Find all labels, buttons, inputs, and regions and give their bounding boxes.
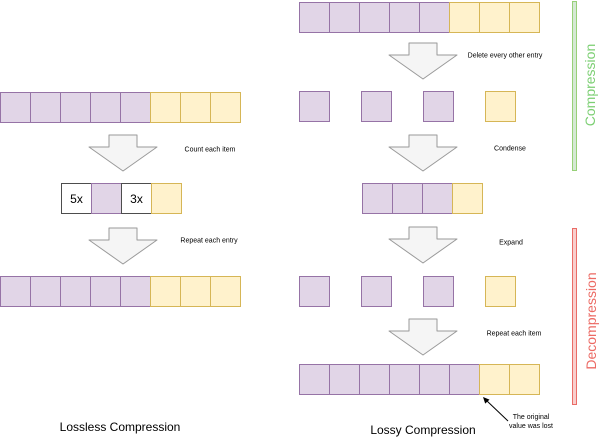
lossless-output-row-cell-4 <box>90 276 121 307</box>
lossy-input-row-cell-5 <box>419 2 450 33</box>
lossy-output-row-cell-7 <box>479 364 510 395</box>
lossy-input-row-cell-8 <box>509 2 540 33</box>
lossy-condensed-row <box>362 183 483 214</box>
lossless-input-row-cell-5 <box>120 92 151 123</box>
lossy-output-row-cell-4 <box>389 364 420 395</box>
lossless-input-row-cell-2 <box>30 92 61 123</box>
repeat-item-arrow-label: Repeat each item <box>486 330 542 338</box>
decompression-side-label: Decompression <box>583 272 599 370</box>
lossless-output-row-cell-2 <box>30 276 61 307</box>
delete-arrow-icon <box>388 42 458 80</box>
lossless-input-row <box>0 92 241 123</box>
lossy-input-row-cell-6 <box>449 2 480 33</box>
count-arrow-label: Count each item <box>184 146 236 154</box>
lossy-condensed-row-cell-3 <box>422 183 453 214</box>
lossless-output-row <box>0 276 241 307</box>
lossy-deleted-row-cell-4 <box>485 91 516 122</box>
repeat-entry-arrow-label: Repeat each entry <box>180 237 238 245</box>
lossless-output-row-cell-8 <box>210 276 241 307</box>
lossy-input-row-cell-1 <box>299 2 330 33</box>
lossy-expanded-row-cell-2 <box>361 276 392 307</box>
decompression-bracket-bar <box>572 228 577 405</box>
repeat-entry-arrow-icon <box>88 227 158 265</box>
lossless-compressed-row: 5x 3x <box>61 183 182 214</box>
lossy-compression-caption: Lossy Compression <box>370 423 476 437</box>
lossy-output-row-cell-6 <box>449 364 480 395</box>
lossy-input-row <box>299 2 540 33</box>
lost-value-arrow-icon <box>483 397 509 422</box>
lossy-output-row-cell-8 <box>509 364 540 395</box>
lossy-output-row-cell-5 <box>419 364 450 395</box>
condense-arrow-label: Condense <box>494 145 526 153</box>
lossy-condensed-row-cell-1 <box>362 183 393 214</box>
lossless-input-row-cell-8 <box>210 92 241 123</box>
lossless-compressed-row-cell-3: 3x <box>121 183 152 214</box>
lossless-input-row-cell-7 <box>180 92 211 123</box>
lossless-input-row-cell-4 <box>90 92 121 123</box>
lossless-compressed-row-cell-1: 5x <box>61 183 92 214</box>
lossy-deleted-row-cell-3 <box>423 91 454 122</box>
lossless-compression-caption: Lossless Compression <box>59 420 181 434</box>
lossless-output-row-cell-1 <box>0 276 31 307</box>
repeat-item-arrow-icon <box>388 318 458 356</box>
lost-value-annotation-line1: The original <box>512 414 550 421</box>
compression-side-label: Compression <box>582 43 598 127</box>
lossy-condensed-row-cell-4 <box>452 183 483 214</box>
lossless-input-row-cell-3 <box>60 92 91 123</box>
lossless-compressed-row-cell-2 <box>91 183 122 214</box>
delete-arrow-label: Delete every other entry <box>467 52 543 60</box>
lossy-output-row <box>299 364 540 395</box>
lossy-input-row-cell-7 <box>479 2 510 33</box>
lost-value-annotation-line2: value was lost <box>509 423 553 430</box>
lossy-expanded-row-cell-3 <box>423 276 454 307</box>
expand-arrow-icon <box>388 226 458 264</box>
condense-arrow-icon <box>388 134 458 172</box>
lossy-output-row-cell-1 <box>299 364 330 395</box>
lossy-condensed-row-cell-2 <box>392 183 423 214</box>
lossy-deleted-row-cell-2 <box>361 91 392 122</box>
lossless-output-row-cell-3 <box>60 276 91 307</box>
lossy-deleted-row <box>299 91 516 122</box>
lossy-output-row-cell-2 <box>329 364 360 395</box>
lossless-output-row-cell-5 <box>120 276 151 307</box>
lossy-deleted-row-cell-1 <box>299 91 330 122</box>
lossy-expanded-row-cell-1 <box>299 276 330 307</box>
lossy-input-row-cell-2 <box>329 2 360 33</box>
lossless-output-row-cell-6 <box>150 276 181 307</box>
lossy-input-row-cell-3 <box>359 2 390 33</box>
lossless-compressed-row-cell-4 <box>151 183 182 214</box>
compression-bracket-bar <box>572 1 577 171</box>
expand-arrow-label: Expand <box>499 239 523 247</box>
lossless-input-row-cell-6 <box>150 92 181 123</box>
count-arrow-icon <box>88 134 158 172</box>
lossy-expanded-row <box>299 276 516 307</box>
lossless-input-row-cell-1 <box>0 92 31 123</box>
lossy-expanded-row-cell-4 <box>485 276 516 307</box>
lossy-output-row-cell-3 <box>359 364 390 395</box>
lossy-input-row-cell-4 <box>389 2 420 33</box>
lost-value-annotation: The original value was lost <box>509 413 553 431</box>
lossless-output-row-cell-7 <box>180 276 211 307</box>
